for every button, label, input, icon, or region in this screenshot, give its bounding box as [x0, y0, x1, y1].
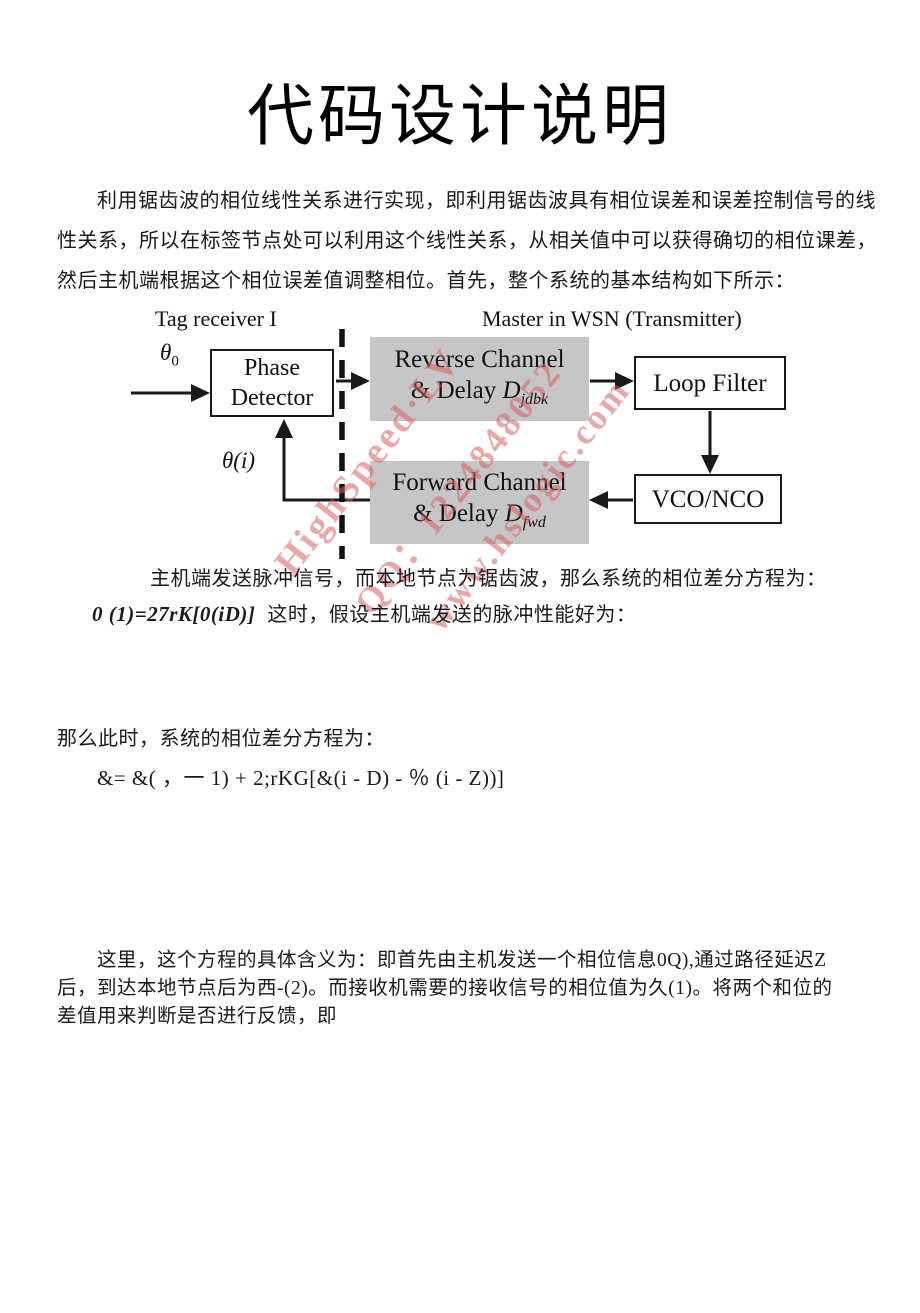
reverse-channel-block: Reverse Channel & Delay Djdbk	[370, 337, 589, 421]
closing-line-1: 这里，这个方程的具体含义为：即首先由主机发送一个相位信息0Q),通过路径延迟Z	[97, 950, 827, 971]
reverse-channel-label-2: & Delay Djdbk	[411, 375, 548, 415]
intro-line-2: 性关系，所以在标签节点处可以利用这个线性关系，从相关值中可以获得确切的相位课差，	[57, 230, 877, 252]
closing-line-3: 差值用来判断是否进行反馈，即	[57, 1006, 338, 1027]
tag-receiver-label: Tag receiver I	[155, 306, 277, 331]
diagram-arrows	[131, 329, 719, 559]
para-then-text: 那么此时，系统的相位差分方程为：	[57, 728, 385, 750]
after-diagram-text: 主机端发送脉冲信号，而本地节点为锯齿波，那么系统的相位差分方程为：	[150, 568, 827, 590]
forward-delay-text: & Delay	[413, 500, 505, 527]
forward-delay-var: D	[504, 500, 523, 527]
reverse-delay-var: D	[502, 376, 521, 404]
forward-channel-block: Forward Channel & Delay Dfwd	[370, 461, 589, 544]
forward-delay-subscript: fwd	[522, 514, 546, 531]
arrow-phase-to-reverse	[336, 372, 370, 390]
phase-detector-label-2: Detector	[230, 385, 314, 411]
intro-line-3: 然后主机端根据这个相位误差值调整相位。首先，整个系统的基本结构如下所示：	[57, 270, 795, 292]
arrow-vco-to-forward	[589, 491, 633, 509]
arrow-loopfilter-to-vco	[701, 411, 719, 474]
reverse-delay-text: & Delay	[410, 376, 503, 404]
intro-line-1: 利用锯齿波的相位线性关系进行实现，即利用锯齿波具有相位误差和误差控制信号的线	[97, 190, 876, 212]
system-block-diagram: Tag receiver I Master in WSN (Transmitte…	[0, 300, 920, 638]
equation-1-tail: 这时，假设主机端发送的脉冲性能好为：	[267, 604, 637, 626]
phase-detector-label-1: Phase	[244, 355, 300, 381]
theta-zero-signal: θ0	[160, 340, 179, 371]
vco-nco-label: VCO/NCO	[651, 485, 765, 513]
vco-nco-block: VCO/NCO	[634, 474, 782, 524]
forward-channel-label-1: Forward Channel	[392, 469, 567, 496]
theta-subscript: 0	[171, 353, 179, 370]
forward-channel-label-2: & Delay Dfwd	[413, 498, 546, 538]
equation-1: 0 (1)=27rK[0(iD)]	[92, 602, 256, 626]
loop-filter-block: Loop Filter	[634, 356, 786, 410]
theta-symbol: θ	[160, 340, 172, 365]
closing-line-2: 后，到达本地节点后为西-(2)。而接收机需要的接收信号的相位值为久(1)。将两个…	[57, 978, 833, 999]
equation-1-line: 0 (1)=27rK[0(iD)] 这时，假设主机端发送的脉冲性能好为：	[92, 598, 636, 627]
equation-2: &= &( ，一 1) + 2;rKG[&(i - D) - ％ (i - Z)…	[97, 766, 505, 790]
arrow-feedback	[275, 419, 370, 502]
arrow-reverse-to-loopfilter	[590, 372, 634, 390]
page-title: 代码设计说明	[247, 80, 673, 154]
reverse-delay-subscript: jdbk	[520, 390, 549, 408]
arrow-input	[131, 384, 210, 402]
loop-filter-label: Loop Filter	[653, 369, 767, 397]
phase-detector-block: Phase Detector	[210, 349, 334, 417]
theta-i-signal: θ(i)	[222, 448, 256, 473]
master-wsn-label: Master in WSN (Transmitter)	[482, 306, 742, 331]
reverse-channel-label-1: Reverse Channel	[394, 345, 565, 373]
